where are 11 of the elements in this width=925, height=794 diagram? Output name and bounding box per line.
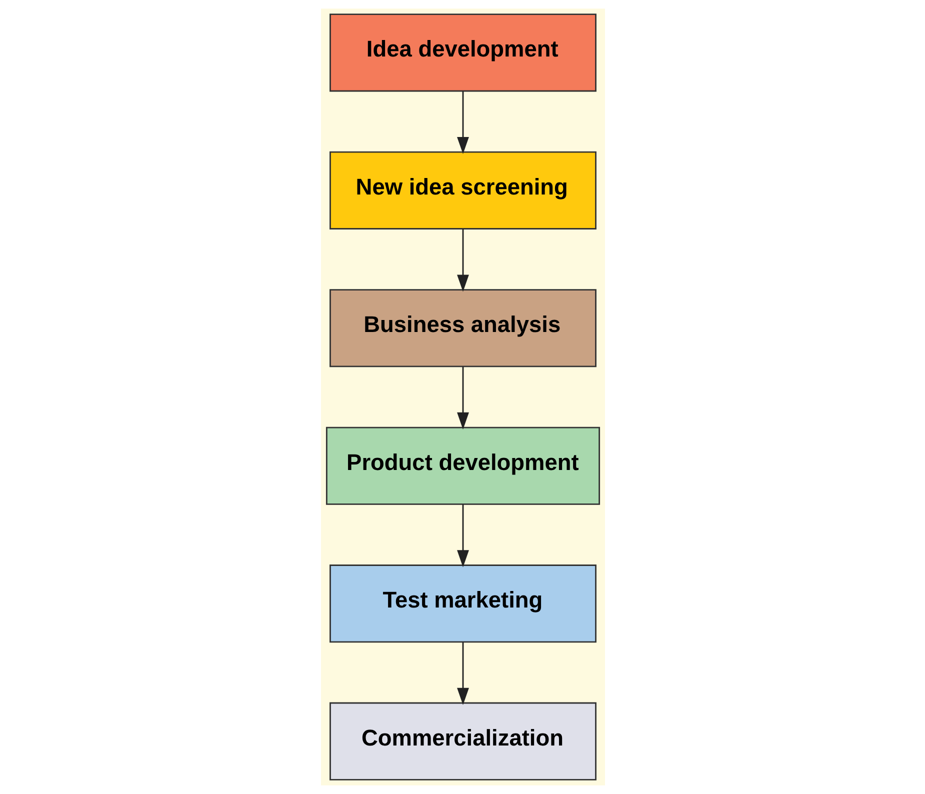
arrow bbox=[456, 91, 468, 154]
node-box: Commercialization bbox=[329, 702, 596, 780]
node-box: Business analysis bbox=[329, 289, 596, 368]
arrow bbox=[456, 229, 468, 292]
arrow bbox=[456, 642, 468, 705]
arrow bbox=[456, 366, 468, 430]
node-box: Test marketing bbox=[329, 564, 596, 643]
node-box: Product development bbox=[325, 426, 600, 505]
arrow bbox=[456, 504, 468, 568]
node-box: New idea screening bbox=[329, 151, 596, 230]
node-box: Idea development bbox=[329, 14, 596, 92]
